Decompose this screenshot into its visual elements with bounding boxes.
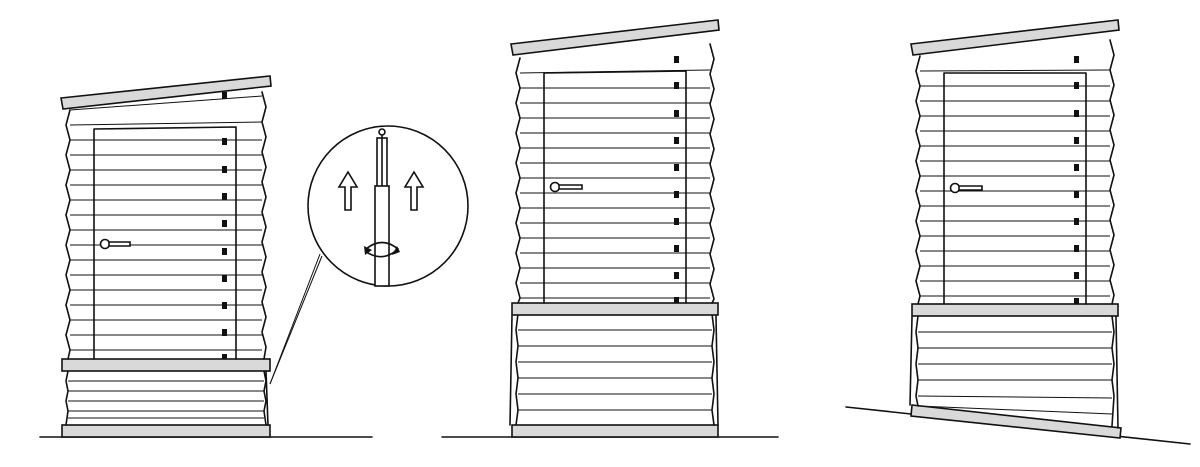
detail-rod-cap <box>378 128 386 136</box>
panel-2-support-rod-left <box>509 315 513 426</box>
panel-1-door-frame <box>93 126 237 360</box>
panel-3-upper-pleats <box>915 39 1115 305</box>
callout-leader-line-b <box>269 253 321 385</box>
panel-3-bottom-rail <box>910 404 1122 439</box>
door-handle-icon <box>99 238 131 250</box>
door-handle-icon-2 <box>549 181 583 193</box>
panel-2-support-rod-right <box>715 315 719 426</box>
panel-3-middle-rail <box>911 303 1119 317</box>
panel-2-middle-rail <box>511 302 719 316</box>
panel-1-support-rod <box>265 370 269 426</box>
panel-3-shutter <box>845 19 1191 445</box>
panel-3-support-rod-left <box>909 316 913 406</box>
panel-2-upper-pleats <box>515 43 715 304</box>
panel-3-support-rod-right <box>1115 316 1119 429</box>
panel-2-top-rail <box>510 19 720 56</box>
panel-1-cord-marks <box>222 92 227 359</box>
panel-2-door-frame <box>543 70 687 304</box>
panel-1-shutter <box>39 75 373 438</box>
panel-2-lower-pleats <box>515 313 715 426</box>
up-arrow-icon-right <box>403 170 425 211</box>
panel-1-middle-rail <box>61 358 271 372</box>
panel-3-cord-marks <box>1074 56 1079 304</box>
panel-1-bottom-rail <box>61 424 271 438</box>
up-arrow-icon <box>337 170 359 211</box>
panel-1-upper-pleats <box>65 91 267 360</box>
panel-1-top-rail <box>60 75 272 110</box>
panel-3-top-rail <box>910 19 1120 56</box>
rotate-icon <box>364 241 400 258</box>
panel-1-lower-pleats <box>65 370 267 426</box>
panel-3-lower-pleats <box>915 315 1115 427</box>
panel-3-door-frame <box>943 72 1087 305</box>
panel-2-cord-marks <box>674 56 679 303</box>
panel-2-shutter <box>441 19 779 438</box>
detail-rod-sleeve <box>374 185 390 287</box>
panel-2-bottom-rail <box>511 424 719 438</box>
detail-callout <box>269 125 469 385</box>
door-handle-icon-3 <box>949 182 983 194</box>
